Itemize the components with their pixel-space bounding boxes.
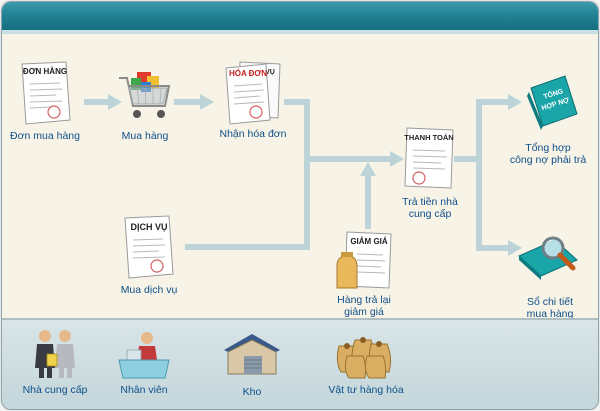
title-bar	[2, 2, 598, 31]
service-document-icon: DỊCH VỤ	[124, 215, 174, 279]
category-goods-label: Vật tư hàng hóa	[328, 384, 404, 396]
svg-text:THANH TOÁN: THANH TOÁN	[404, 133, 453, 142]
purchase-label: Mua hàng	[121, 130, 169, 142]
returns-node[interactable]: GIẢM GIÁ Hàng trả lại giảm giá	[332, 230, 396, 318]
payment-node[interactable]: THANH TOÁN Trả tiền nhà cung cấp	[400, 126, 460, 220]
category-warehouse[interactable]: Kho	[214, 330, 290, 398]
summary-label-line2: công nợ phải trả	[509, 154, 587, 166]
employee-desk-icon	[118, 332, 170, 379]
payment-document-icon: THANH TOÁN	[404, 127, 454, 189]
returns-label: Hàng trả lại giảm giá	[316, 294, 412, 318]
svg-text:GIẢM GIÁ: GIẢM GIÁ	[350, 237, 388, 246]
goods-sacks-icon	[336, 337, 392, 379]
payment-label-line2: cung cấp	[408, 208, 452, 220]
detail-label-line2: mua hàng	[526, 308, 574, 320]
header-divider	[2, 30, 598, 34]
category-employee[interactable]: Nhân viên	[106, 328, 182, 396]
document-icon: ĐƠN HÀNG	[21, 61, 71, 125]
category-warehouse-label: Kho	[242, 386, 262, 398]
purchase-node[interactable]: Mua hàng	[114, 64, 176, 142]
invoice-stack-icon: VỤ HÓA ĐƠN	[225, 61, 281, 125]
service-node[interactable]: DỊCH VỤ Mua dịch vụ	[120, 214, 178, 296]
detail-node[interactable]: Sổ chi tiết mua hàng	[514, 226, 586, 320]
discount-document-icon: GIẢM GIÁ	[336, 231, 392, 289]
payment-label: Trả tiền nhà cung cấp	[382, 196, 478, 220]
supplier-people-icon	[35, 330, 75, 378]
summary-label-line1: Tổng hợp	[525, 142, 571, 154]
receive-invoice-label: Nhận hóa đơn	[219, 128, 287, 140]
svg-text:ĐƠN HÀNG: ĐƠN HÀNG	[23, 67, 67, 76]
detail-label: Sổ chi tiết mua hàng	[502, 296, 598, 320]
summary-node[interactable]: TỔNG HỢP NỢ Tổng hợp công nợ phải trả	[510, 74, 586, 166]
purchase-flow-diagram: ĐƠN HÀNG Đơn mua hàng	[2, 34, 598, 320]
svg-text:DỊCH VỤ: DỊCH VỤ	[130, 222, 167, 232]
returns-label-line1: Hàng trả lại	[337, 294, 391, 306]
purchase-order-label: Đơn mua hàng	[10, 130, 80, 142]
returns-label-line2: giảm giá	[344, 306, 384, 318]
category-bar: Nhà cung cấp Nhân viên Kho	[2, 318, 598, 409]
ledger-book-icon: TỔNG HỢP NỢ	[527, 75, 578, 130]
category-employee-label: Nhân viên	[120, 384, 168, 396]
svg-text:HÓA ĐƠN: HÓA ĐƠN	[229, 69, 267, 78]
category-supplier-label: Nhà cung cấp	[22, 384, 88, 396]
shopping-cart-icon	[119, 72, 171, 118]
receive-invoice-node[interactable]: VỤ HÓA ĐƠN Nhận hóa đơn	[219, 58, 287, 140]
service-label: Mua dịch vụ	[120, 284, 178, 296]
summary-label: Tổng hợp công nợ phải trả	[492, 142, 598, 166]
svg-text:VỤ: VỤ	[265, 69, 275, 76]
flow-connectors	[84, 94, 522, 256]
category-supplier[interactable]: Nhà cung cấp	[12, 328, 98, 396]
purchase-order-node[interactable]: ĐƠN HÀNG Đơn mua hàng	[10, 60, 80, 142]
category-goods[interactable]: Vật tư hàng hóa	[312, 326, 420, 396]
payment-label-line1: Trả tiền nhà	[402, 196, 458, 208]
detail-label-line1: Sổ chi tiết	[526, 296, 574, 308]
warehouse-icon	[224, 334, 280, 375]
magnifier-book-icon	[518, 236, 578, 280]
